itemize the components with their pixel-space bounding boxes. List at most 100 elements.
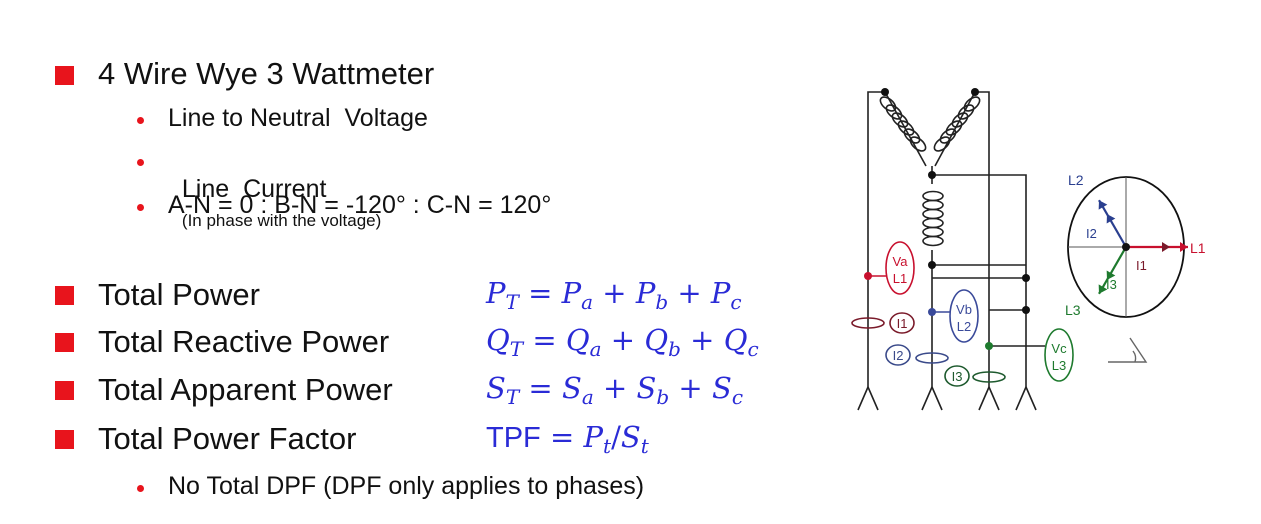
clamp-i1: I1 [851, 312, 915, 334]
bullet-square [55, 381, 74, 400]
meter-va-label-2: L1 [893, 271, 907, 286]
bullet-square [55, 333, 74, 352]
formula-total-apparent-power: ST = Sa + Sb + Sc [486, 371, 744, 409]
bullet-dot [137, 485, 144, 492]
formula-subscript: b [656, 385, 670, 409]
meter-vc-label-2: L3 [1052, 358, 1066, 373]
formula-subscript: T [505, 290, 519, 314]
sub-bullet-current: Line Current (In phase with the voltage) [168, 146, 381, 233]
phasor-l2-arrowhead [1106, 214, 1116, 224]
phasor-label-l1: L1 [1190, 240, 1206, 256]
meter-vb-body [949, 289, 979, 343]
meter-va-body [885, 241, 915, 295]
phasor-l1-arrowhead [1162, 242, 1170, 252]
formula-total-power-factor: TPF = Pt/St [486, 420, 649, 458]
bullet-square [55, 430, 74, 449]
formula-subscript: b [668, 337, 681, 361]
formula-subscript: T [509, 337, 524, 361]
formula-subscript: c [747, 337, 759, 361]
sub-bullet-current-note: (In phase with the voltage) [181, 211, 382, 230]
meter-vb-contact [928, 308, 936, 316]
formula-term: P [486, 276, 506, 310]
formula-label-total-reactive-power: Total Reactive Power [98, 324, 390, 359]
clamp-i1-label: I1 [897, 316, 908, 331]
clamp-i3: I3 [944, 365, 1006, 387]
clamp-i3-ring [972, 371, 1006, 383]
meter-vc: Vc L3 [985, 328, 1074, 382]
clamp-i2-label: I2 [893, 348, 904, 363]
phasor-l1-arrowhead [1180, 242, 1188, 252]
footnote: No Total DPF (DPF only applies to phases… [168, 472, 645, 500]
clamp-i2: I2 [885, 344, 949, 366]
phasor-vectors [1098, 199, 1188, 295]
transformer-coils [879, 96, 981, 247]
phasor-l2-line [1098, 199, 1127, 248]
formula-term: P [635, 276, 656, 310]
meter-vc-label-1: Vc [1051, 341, 1067, 356]
meter-va-label-1: Va [893, 254, 909, 269]
formula-label-total-apparent-power: Total Apparent Power [98, 372, 393, 407]
sub-bullet-voltage: Line to Neutral Voltage [168, 104, 428, 132]
phasor-l3-arrowhead [1106, 270, 1116, 280]
meter-va-contact [864, 272, 872, 280]
phasor-l3-line [1098, 246, 1127, 295]
meter-vb-label-2: L2 [957, 319, 971, 334]
formula-label-total-power-factor: Total Power Factor [98, 421, 357, 456]
phasor-origin [1122, 243, 1130, 251]
formula-label-total-power: Total Power [98, 277, 260, 312]
bullet-square [55, 286, 74, 305]
formula-term: S [636, 371, 657, 405]
formula-term: Q [723, 323, 748, 357]
formula-subscript: b [655, 290, 669, 314]
bullet-dot [137, 159, 144, 166]
formula-term: S [486, 371, 506, 405]
section-heading: 4 Wire Wye 3 Wattmeter [98, 56, 435, 91]
phasor-label-i1: I1 [1136, 258, 1147, 273]
formula-term: TPF [486, 422, 541, 454]
clamp-i1-tag [889, 312, 915, 334]
formula-term: S [561, 371, 582, 405]
meter-vb-label-1: Vb [956, 302, 972, 317]
formula-subscript: a [581, 290, 594, 314]
formula-subscript: c [730, 290, 742, 314]
formula-term: P [710, 276, 731, 310]
formula-term: P [583, 420, 604, 454]
clamp-i2-tag [885, 344, 911, 366]
meter-va: Va L1 [864, 241, 915, 295]
formula-subscript: c [731, 385, 744, 409]
wires [857, 91, 1045, 411]
meter-vc-contact [985, 342, 993, 350]
phasor-l3-arrowhead [1098, 284, 1108, 294]
phasor-l2-arrowhead [1098, 200, 1108, 210]
phasor-diagram: L1 I1 L2 I2 L3 I3 [1065, 172, 1206, 318]
wiring-diagram: Va L1 Vb L2 Vc L3 I1 I2 I3 [851, 88, 1148, 411]
phasor-label-l2: L2 [1068, 172, 1084, 188]
bullet-dot [137, 117, 144, 124]
meter-vc-body [1044, 328, 1074, 382]
formula-term: Q [644, 323, 669, 357]
formula-subscript: T [505, 385, 520, 409]
bullet-square [55, 66, 74, 85]
formula-subscript: a [589, 337, 602, 361]
formula-term: S [620, 420, 641, 454]
formula-subscript: t [603, 434, 612, 458]
junction-dots [881, 88, 1030, 314]
formula-total-power: PT = Pa + Pb + Pc [486, 276, 742, 314]
formula-total-reactive-power: QT = Qa + Qb + Qc [486, 323, 759, 361]
formula-term: Q [565, 323, 590, 357]
phasor-label-l3: L3 [1065, 302, 1081, 318]
formula-term: S [711, 371, 732, 405]
meter-vb: Vb L2 [928, 289, 979, 343]
sub-bullet-angles: A-N = 0 : B-N = -120° : C-N = 120° [168, 191, 552, 219]
clamp-i3-tag [944, 365, 970, 387]
phasor-label-i3: I3 [1106, 277, 1117, 292]
sub-bullet-current-text: Line Current [181, 175, 327, 203]
clamp-i1-ring [851, 317, 885, 329]
formula-subscript: a [581, 385, 594, 409]
angle-icon [1108, 337, 1148, 363]
clamp-i2-ring [915, 352, 949, 364]
formula-term: P [561, 276, 582, 310]
formula-term: Q [486, 323, 510, 357]
phasor-label-i2: I2 [1086, 226, 1097, 241]
bullet-dot [137, 204, 144, 211]
